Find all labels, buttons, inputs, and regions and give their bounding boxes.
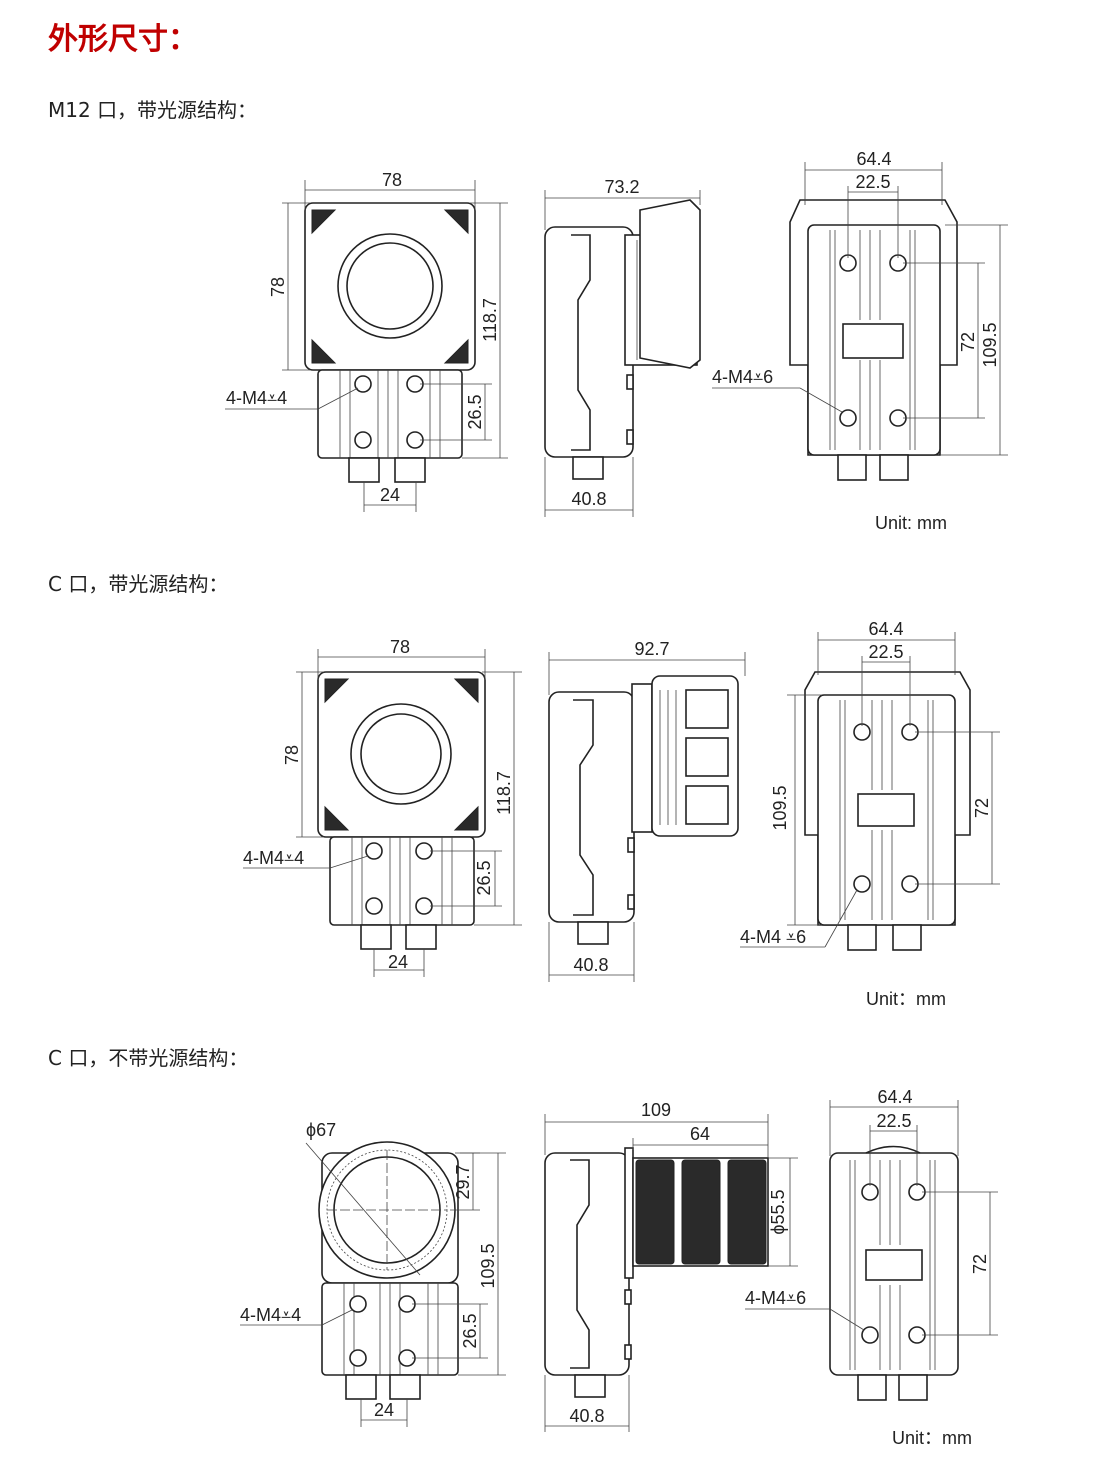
side-depth-label: 109 (641, 1100, 671, 1120)
front-offset-label: 29.7 (453, 1164, 473, 1199)
total-height-label: 118.7 (480, 298, 500, 342)
side-view: 92.7 40.8 (548, 639, 746, 982)
side-lens-diameter-label: ϕ55.5 (768, 1189, 788, 1234)
front-width-label: 78 (390, 637, 410, 657)
unit-label: Unit：mm (892, 1428, 972, 1448)
section-label-c-light: C 口，带光源结构： (48, 572, 229, 596)
side-base-depth-label: 40.8 (573, 955, 608, 975)
hole-spec-label: 4-M4⩡4 (240, 1305, 301, 1325)
page-title: 外形尺寸： (48, 22, 198, 57)
side-depth-label: 92.7 (634, 639, 669, 659)
back-hole-spec-label: 4-M4⩡6 (745, 1288, 806, 1308)
hole-spacing-label: 26.5 (474, 860, 494, 895)
back-hole-spacing-label: 72 (958, 332, 978, 352)
front-width-label: 78 (382, 170, 402, 190)
total-height-label: 109.5 (478, 1243, 498, 1288)
front-height-label: 78 (268, 277, 288, 297)
back-hole-spec-label: 4-M4⩡6 (712, 367, 773, 387)
back-height-label: 109.5 (770, 785, 790, 830)
back-inner-width-label: 22.5 (855, 172, 890, 192)
diagram-c-light: 78 78 118.7 26.5 4-M4⩡4 24 92.7 40.8 (243, 619, 1000, 1009)
hole-spec-label: 4-M4⩡4 (226, 388, 287, 408)
back-width-label: 64.4 (856, 149, 891, 169)
hole-spacing-label: 26.5 (465, 394, 485, 429)
side-lens-length-label: 64 (690, 1124, 710, 1144)
front-view: 78 78 118.7 26.5 4-M4⩡4 24 (225, 170, 508, 512)
diagram-c-no-light: ϕ67 29.7 109.5 26.5 4-M4⩡4 24 109 64 ϕ55… (240, 1087, 998, 1448)
side-view: 73.2 40.8 (544, 177, 701, 517)
side-depth-label: 73.2 (604, 177, 639, 197)
back-view: 64.4 22.5 72 109.5 4-M4⩡6 (712, 149, 1008, 481)
hole-spec-label: 4-M4⩡4 (243, 848, 304, 868)
back-width-label: 64.4 (868, 619, 903, 639)
back-view: 64.4 22.5 72 4-M4⩡6 (745, 1087, 998, 1401)
total-height-label: 118.7 (494, 771, 514, 815)
connector-spacing-label: 24 (388, 952, 408, 972)
front-height-label: 78 (282, 745, 302, 765)
side-base-depth-label: 40.8 (571, 489, 606, 509)
back-hole-spacing-label: 72 (970, 1254, 990, 1274)
back-hole-spacing-label: 72 (972, 798, 992, 818)
front-diameter-label: ϕ67 (306, 1120, 336, 1140)
unit-label: Unit：mm (866, 989, 946, 1009)
back-width-label: 64.4 (877, 1087, 912, 1107)
back-inner-width-label: 22.5 (868, 642, 903, 662)
connector-spacing-label: 24 (380, 485, 400, 505)
back-view: 64.4 22.5 109.5 72 4-M4 ⩡6 (740, 619, 1000, 951)
hole-spacing-label: 26.5 (460, 1313, 480, 1348)
diagram-m12-light: 78 78 118.7 26.5 4-M4⩡4 24 73.2 40.8 (225, 149, 1008, 533)
back-hole-spec-label: 4-M4 ⩡6 (740, 927, 806, 947)
back-inner-width-label: 22.5 (876, 1111, 911, 1131)
side-base-depth-label: 40.8 (569, 1406, 604, 1426)
front-view: 78 78 118.7 26.5 4-M4⩡4 24 (243, 637, 522, 977)
side-view: 109 64 ϕ55.5 40.8 (544, 1100, 798, 1432)
back-height-label: 109.5 (980, 322, 1000, 367)
connector-spacing-label: 24 (374, 1400, 394, 1420)
section-label-c-no-light: C 口，不带光源结构： (48, 1046, 249, 1070)
front-view: ϕ67 29.7 109.5 26.5 4-M4⩡4 24 (240, 1120, 506, 1427)
unit-label: Unit: mm (875, 513, 947, 533)
section-label-m12-light: M12 口，带光源结构： (48, 98, 258, 122)
